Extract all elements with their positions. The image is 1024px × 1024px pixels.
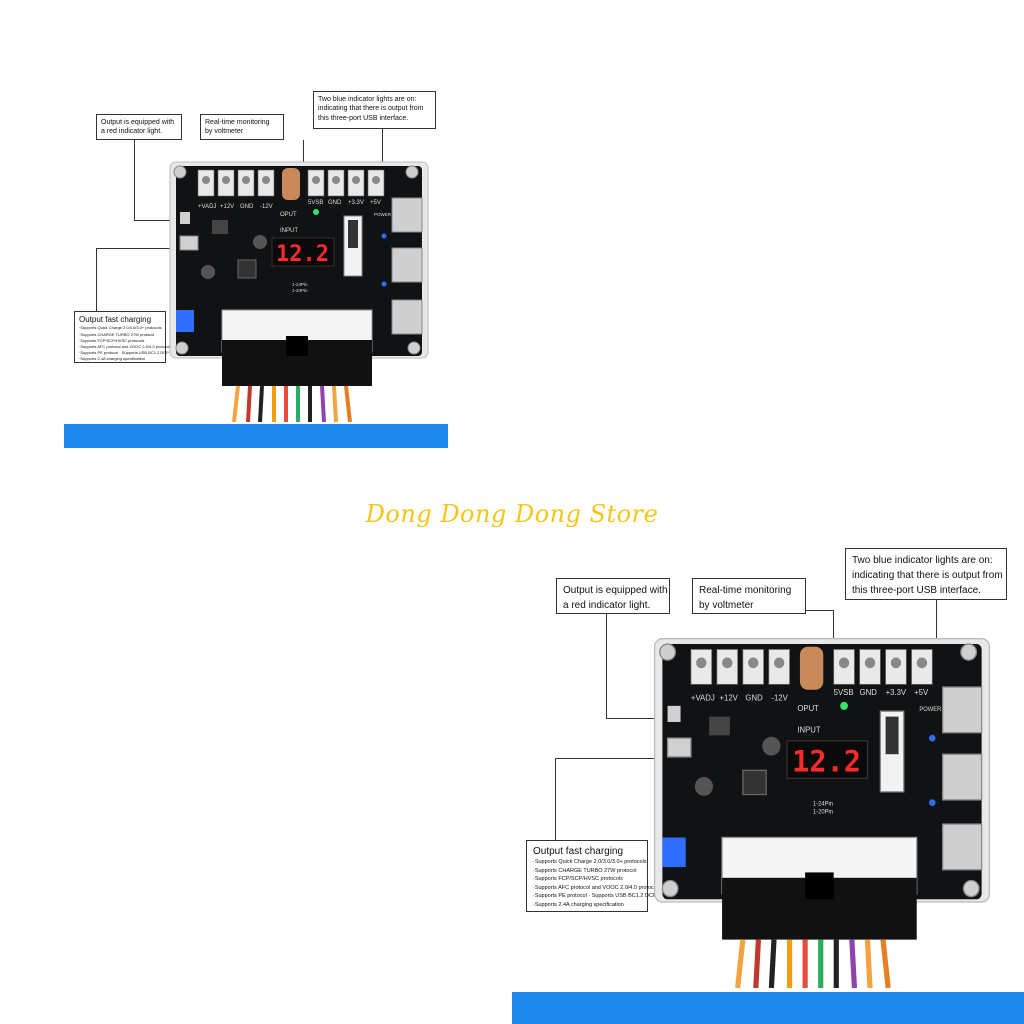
callout-fast-charging-large: Output fast charging ·Supports Quick Cha… [526,840,661,912]
label-p12-large: +12V [719,693,738,702]
label-pin-a-large: 1-24Pin [813,801,833,807]
leader-fast-h-large [555,758,661,759]
callout-voltmeter-large: Real-time monitoring by voltmeter [692,578,806,614]
label-pin-b-large: 1-20Pin [813,809,833,815]
label-gnd2-large: GND [860,688,878,697]
label-pin-a: 1-24Pin [292,282,308,287]
leader-red-h-large [606,718,662,719]
label-output-large: OPUT [797,704,819,713]
label-pin-b: 1-20Pin [292,288,308,293]
callout-blue-indicators: Two blue indicator lights are on: indica… [313,91,436,129]
leader-volt-v-large [833,610,834,646]
atx-board-illustration-large: +VADJ +12V GND -12V 5VSB GND +3.3V +5V O… [653,638,991,989]
leader-volt-v [303,140,304,164]
callout-voltmeter: Real-time monitoring by voltmeter [200,114,284,140]
label-n12-large: -12V [771,693,788,702]
leader-red-h [134,220,178,221]
label-p12: +12V [220,204,234,210]
label-5vsb-large: 5VSB [834,688,854,697]
leader-fast-v-large [555,758,556,840]
label-33-large: +3.3V [886,688,907,697]
label-adj-large: +VADJ [691,693,715,702]
label-input-large: INPUT [797,726,820,735]
label-input: INPUT [280,228,298,234]
leader-blue-v-large [936,600,937,648]
label-adj: +VADJ [198,204,216,210]
label-5v: +5V [370,200,381,206]
atx-board-illustration-small: +VADJ +12V GND -12V 5VSB GND +3.3V +5V O… [169,161,429,423]
leader-blue-v [382,129,383,167]
label-5vsb: 5VSB [308,200,323,206]
leader-volt-h-large [806,610,834,611]
label-33: +3.3V [348,200,364,206]
leader-red-v-large [606,614,607,718]
label-gnd2: GND [328,200,342,206]
label-output: OPUT [280,212,297,218]
callout-blue-indicators-large: Two blue indicator lights are on: indica… [845,548,1007,600]
label-power-large: POWER [919,707,942,713]
store-name: Dong Dong Dong Store [365,500,659,528]
label-gnd-large: GND [745,693,763,702]
label-gnd: GND [240,204,254,210]
blue-bar-large [512,992,1024,1024]
callout-red-indicator: Output is equipped with a red indicator … [96,114,182,140]
blue-bar-small [64,424,448,448]
label-power: POWER [374,212,392,217]
leader-red-v [134,140,135,220]
label-n12: -12V [260,204,273,210]
callout-fast-charging: Output fast charging ·Supports Quick Cha… [74,311,172,363]
leader-fast-h [96,248,180,249]
voltmeter-display: 12.2 [276,242,329,267]
label-5v-large: +5V [914,688,929,697]
leader-fast-v [96,248,97,311]
callout-red-indicator-large: Output is equipped with a red indicator … [556,578,670,614]
voltmeter-display-large: 12.2 [792,744,861,779]
